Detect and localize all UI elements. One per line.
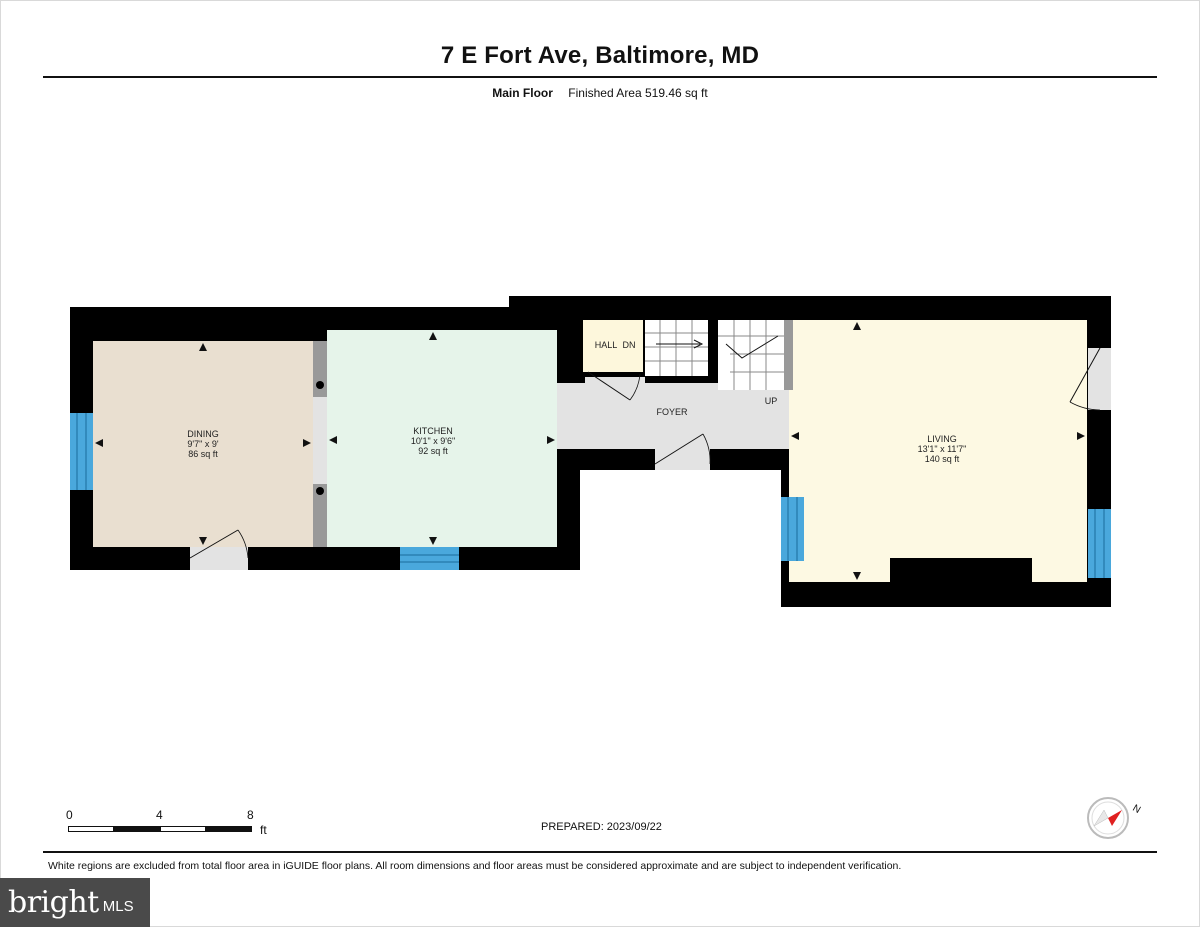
column-south bbox=[313, 484, 327, 547]
disclaimer: White regions are excluded from total fl… bbox=[48, 860, 902, 872]
scale-segment-4 bbox=[206, 826, 252, 832]
logo-suffix: MLS bbox=[102, 898, 134, 915]
stairs-down bbox=[645, 320, 708, 376]
floor-subtitle: Main Floor Finished Area 519.46 sq ft bbox=[0, 86, 1200, 100]
kitchen-name: KITCHEN bbox=[413, 426, 453, 436]
scale-segment-2 bbox=[114, 826, 160, 832]
title-rule bbox=[43, 76, 1157, 78]
dining-dims: 9'7" x 9' bbox=[187, 439, 218, 449]
page-title: 7 E Fort Ave, Baltimore, MD bbox=[440, 42, 760, 69]
living-room bbox=[789, 320, 1087, 582]
windows bbox=[70, 413, 1111, 578]
hall-name: HALL bbox=[595, 340, 618, 350]
dining-room bbox=[93, 341, 313, 547]
compass-north-label: N bbox=[1131, 803, 1143, 816]
column-north bbox=[313, 341, 327, 397]
living-dims: 13'1" x 11'7" bbox=[918, 444, 967, 454]
living-area: 140 sq ft bbox=[925, 454, 960, 464]
scale-segment-1 bbox=[68, 826, 114, 832]
stairs-up bbox=[718, 320, 793, 390]
foyer-name: FOYER bbox=[656, 407, 688, 417]
kitchen-dims: 10'1" x 9'6" bbox=[411, 436, 455, 446]
living-name: LIVING bbox=[927, 434, 957, 444]
stairs-up-label: UP bbox=[765, 396, 778, 406]
scale-segment-3 bbox=[160, 826, 206, 832]
dining-name: DINING bbox=[187, 429, 219, 439]
floor-area: Finished Area 519.46 sq ft bbox=[568, 86, 708, 100]
scale-unit: ft bbox=[260, 823, 267, 837]
foyer-notch bbox=[585, 377, 645, 385]
hall-room bbox=[583, 320, 643, 372]
foyer-room bbox=[557, 383, 789, 449]
scale-label-0: 0 bbox=[66, 808, 73, 822]
scale-label-4: 4 bbox=[156, 808, 163, 822]
living-chimney bbox=[890, 558, 1032, 584]
compass-icon: N bbox=[1087, 797, 1143, 839]
footer-rule bbox=[43, 851, 1157, 853]
bright-mls-logo: bright MLS bbox=[0, 878, 150, 927]
doors bbox=[189, 347, 1111, 570]
scale-bar: 0 4 8 ft bbox=[66, 808, 286, 838]
prepared-date: PREPARED: 2023/09/22 bbox=[541, 821, 662, 833]
dining-area: 86 sq ft bbox=[188, 449, 218, 459]
floor-name: Main Floor bbox=[492, 86, 553, 100]
logo-brand: bright bbox=[8, 885, 99, 920]
kitchen-area: 92 sq ft bbox=[418, 446, 448, 456]
scale-label-8: 8 bbox=[247, 808, 254, 822]
post-north bbox=[316, 381, 324, 389]
post-south bbox=[316, 487, 324, 495]
dimension-arrows bbox=[95, 322, 1085, 580]
stairs-down-label: DN bbox=[623, 340, 636, 350]
kitchen-room bbox=[327, 330, 557, 547]
